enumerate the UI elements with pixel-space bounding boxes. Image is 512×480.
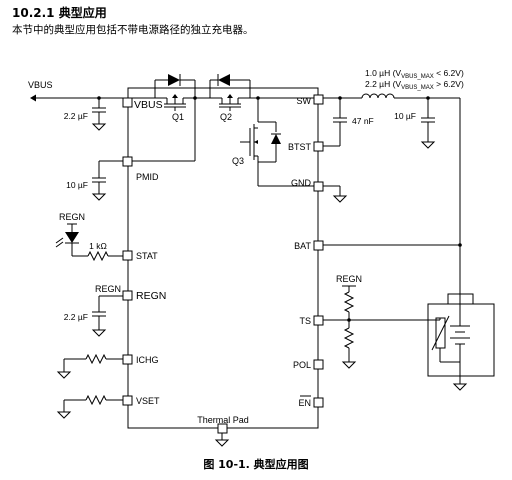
transistor-q2-label: Q2 xyxy=(220,112,232,122)
transistor-q1-label: Q1 xyxy=(172,112,184,122)
ground-icon xyxy=(57,411,71,419)
pin-regn xyxy=(122,290,133,301)
resistor-icon xyxy=(343,291,355,313)
cap-out-label: 10 µF xyxy=(394,111,416,121)
pin-en xyxy=(313,397,324,408)
inductor-icon xyxy=(361,93,395,99)
cap-pmid-label: 10 µF xyxy=(66,180,88,190)
pin-bat xyxy=(313,240,324,251)
pin-pol xyxy=(313,359,324,370)
regn-ts-label: REGN xyxy=(336,274,362,284)
cap-vbus-label: 2.2 µF xyxy=(64,111,88,121)
transistor-q3-label: Q3 xyxy=(232,156,244,166)
ground-icon xyxy=(333,195,347,203)
regn-led-label: REGN xyxy=(59,212,85,222)
ground-icon xyxy=(421,141,435,149)
regn-net-label: REGN xyxy=(95,284,121,294)
pin-label-pmid: PMID xyxy=(136,172,159,182)
resistor-icon xyxy=(343,327,355,349)
pin-label-sw: SW xyxy=(297,96,312,106)
inductor-label-line2: 2.2 µH (VVBUS_MAX > 6.2V) xyxy=(365,79,464,91)
pin-gnd xyxy=(313,181,324,192)
pin-label-regn: REGN xyxy=(136,290,166,302)
diode-q3-icon xyxy=(271,134,281,144)
pin-label-stat: STAT xyxy=(136,251,158,261)
figure-caption: 图 10-1. 典型应用图 xyxy=(203,458,309,471)
pin-btst xyxy=(313,141,324,152)
pin-ichg xyxy=(122,354,133,365)
pin-stat xyxy=(122,250,133,261)
ground-icon xyxy=(57,371,71,379)
section-heading: 10.2.1 典型应用 xyxy=(12,6,107,20)
ground-icon xyxy=(342,361,356,369)
pin-label-thermal-pad: Thermal Pad xyxy=(197,415,249,425)
inductor-label-line1: 1.0 µH (VVBUS_MAX < 6.2V) xyxy=(365,68,464,80)
pin-vset xyxy=(122,395,133,406)
pin-vbus xyxy=(122,97,133,108)
pin-label-en: EN xyxy=(298,398,311,408)
ground-icon xyxy=(92,193,106,201)
vbus-input-arrow-icon xyxy=(30,94,36,102)
pin-label-ts: TS xyxy=(299,316,311,326)
ground-icon xyxy=(92,123,106,131)
vbus-input-label: VBUS xyxy=(28,80,53,90)
cap-regn-label: 2.2 µF xyxy=(64,312,88,322)
resistor-icon xyxy=(87,250,109,262)
pin-thermal-pad xyxy=(217,423,228,434)
res-stat-label: 1 kΩ xyxy=(89,241,107,251)
resistor-icon xyxy=(85,353,107,365)
pin-pmid xyxy=(122,156,133,167)
pin-label-vset: VSET xyxy=(136,396,160,406)
ground-icon xyxy=(453,383,467,391)
pin-sw xyxy=(313,94,324,105)
pin-label-gnd: GND xyxy=(291,178,312,188)
ground-icon xyxy=(215,439,229,447)
pin-label-pol: POL xyxy=(293,360,311,370)
diode-q2-icon xyxy=(218,74,230,86)
diode-q1-icon xyxy=(168,74,180,86)
ground-icon xyxy=(92,329,106,337)
pin-label-vbus: VBUS xyxy=(134,99,163,111)
pin-label-btst: BTST xyxy=(288,142,312,152)
pin-ts xyxy=(313,315,324,326)
resistor-icon xyxy=(85,394,107,406)
led-icon xyxy=(65,232,79,243)
pin-label-bat: BAT xyxy=(294,241,311,251)
pin-label-ichg: ICHG xyxy=(136,355,159,365)
cap-btst-label: 47 nF xyxy=(352,116,374,126)
battery-pack xyxy=(427,303,495,377)
section-intro: 本节中的典型应用包括不带电源路径的独立充电器。 xyxy=(12,24,254,36)
